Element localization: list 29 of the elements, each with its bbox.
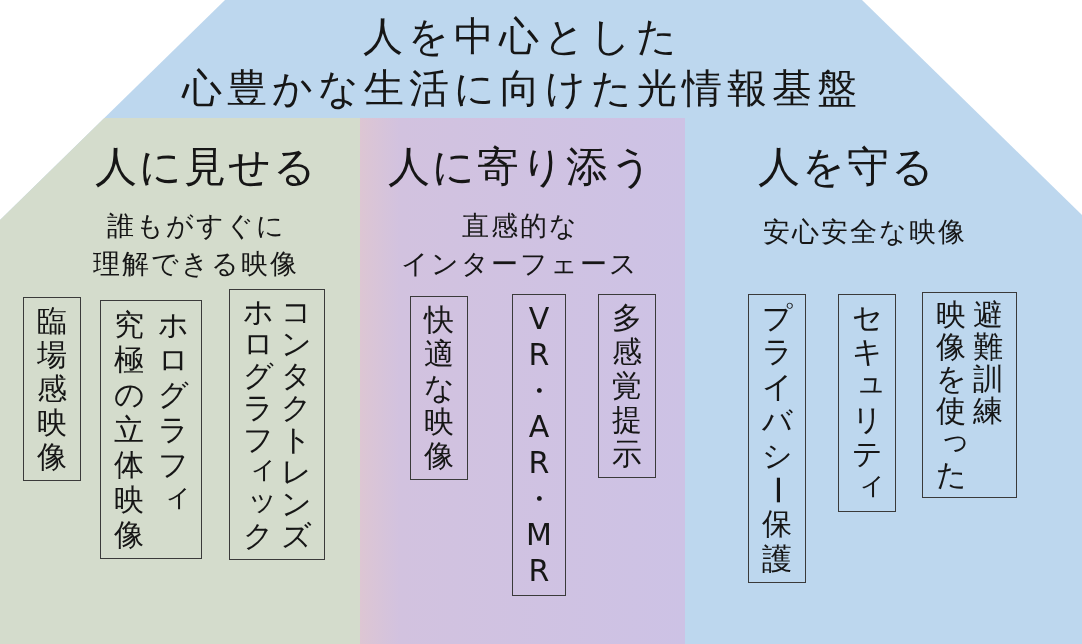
keyword-box [410,296,468,480]
column-panel [360,118,685,644]
keyword-text: コンタクトレンズホログラフィック [242,296,312,553]
keyword-text: 避難訓練 [972,299,1004,427]
column-subtitle: 直感的なインターフェース [401,209,639,281]
keyword-box [23,297,81,481]
title-text: 人を中心とした心豊かな生活に向けた光情報基盤 [182,12,862,113]
keyword-box [922,292,1017,498]
column-subtitle: 誰もがすぐに理解できる映像 [93,209,299,281]
column-heading: 人に寄り添う [388,142,655,192]
keyword-text: 臨場感映像 [36,304,68,474]
keyword-box [598,294,656,478]
keyword-text: ホログラフィ [157,307,189,515]
keyword-box [512,294,566,596]
column-heading: 人に見せる [95,142,318,192]
keyword-box [748,294,806,584]
keyword-text: 映像を使った [935,299,967,491]
keyword-box [100,300,202,559]
keyword-text: 究極の立体映像 [113,307,145,552]
column-subtitle: 安心安全な映像 [763,215,967,249]
keyword-text: プライバシー保護 [761,301,793,577]
keyword-text: セキュリティ [851,301,883,503]
keyword-text: 快適な映像 [423,303,455,473]
keyword-text: VR・AR・MR [523,301,555,589]
keyword-box [838,294,896,512]
column-heading: 人を守る [758,142,936,192]
column-panel [0,118,360,644]
keyword-box [229,289,325,560]
keyword-text: 多感覚提示 [611,301,643,471]
